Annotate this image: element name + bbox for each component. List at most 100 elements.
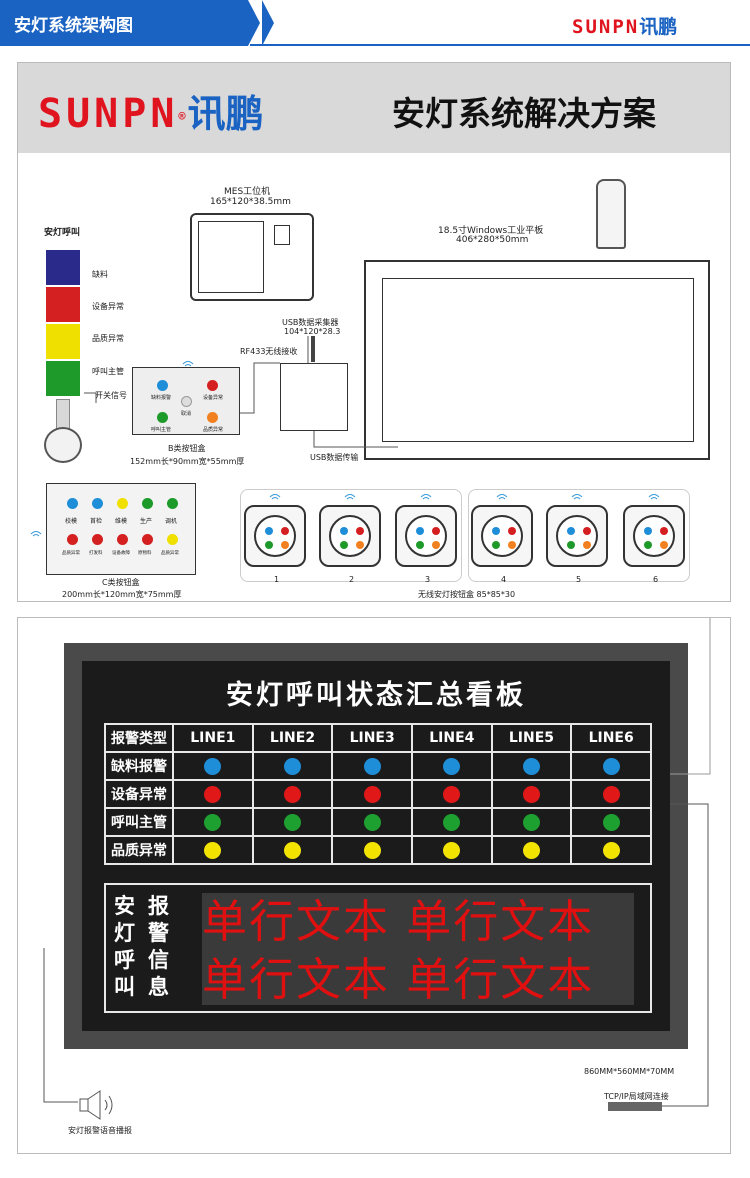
c-button[interactable] <box>67 498 78 509</box>
tablet-size: 406*280*50mm <box>456 235 529 245</box>
c-button[interactable] <box>117 534 128 545</box>
led-cell <box>490 779 573 809</box>
led-cell <box>570 835 652 865</box>
tower-layer-blue <box>46 250 80 285</box>
wireless-button[interactable] <box>583 541 591 549</box>
c-button[interactable] <box>142 534 153 545</box>
led-cell <box>172 779 254 809</box>
led-cell <box>331 779 413 809</box>
b-button-blue[interactable] <box>157 380 168 391</box>
board-size: 860MM*560MM*70MM <box>584 1067 675 1076</box>
status-led <box>283 841 301 859</box>
c-button[interactable] <box>142 498 153 509</box>
wireless-dial <box>633 515 675 557</box>
chevron-icon <box>248 0 260 46</box>
status-led <box>363 785 381 803</box>
wireless-button[interactable] <box>356 527 364 535</box>
wireless-button-box[interactable] <box>546 505 608 567</box>
wifi-icon <box>571 494 583 500</box>
wireless-button[interactable] <box>660 541 668 549</box>
led-cell <box>490 751 573 781</box>
led-cell <box>251 807 334 837</box>
wireless-button[interactable] <box>567 527 575 535</box>
c-button[interactable] <box>167 534 178 545</box>
wireless-button[interactable] <box>644 527 652 535</box>
status-led <box>204 785 222 803</box>
wireless-button-box[interactable] <box>319 505 381 567</box>
layer-label-1: 缺料 <box>92 270 108 279</box>
led-cell <box>251 779 334 809</box>
wireless-button[interactable] <box>340 541 348 549</box>
row-label: 品质异常 <box>104 835 174 865</box>
status-row-equipment: 设备异常 <box>104 779 652 809</box>
b-button-green[interactable] <box>157 412 168 423</box>
status-led <box>522 785 540 803</box>
mes-workstation <box>190 213 314 301</box>
wifi-icon <box>420 494 432 500</box>
line-header: LINE2 <box>251 723 334 753</box>
wireless-button[interactable] <box>492 527 500 535</box>
c-button[interactable] <box>92 498 103 509</box>
row-label: 缺料报警 <box>104 751 174 781</box>
header-title: 安灯系统架构图 <box>14 16 133 36</box>
wireless-button[interactable] <box>508 541 516 549</box>
b-label-2: 设备异常 <box>203 395 224 401</box>
led-cell <box>172 751 254 781</box>
c-top-label: 维模 <box>115 518 128 525</box>
wireless-button-box[interactable] <box>244 505 306 567</box>
wireless-button[interactable] <box>644 541 652 549</box>
line-header: LINE3 <box>331 723 413 753</box>
c-button[interactable] <box>117 498 128 509</box>
b-button-red[interactable] <box>207 380 218 391</box>
wireless-num-1: 1 <box>274 575 280 584</box>
c-button[interactable] <box>167 498 178 509</box>
architecture-panel: SUNPN®讯鹏 安灯系统解决方案 安灯呼叫 缺料 设备异常 品质异常 呼叫主管… <box>17 62 731 602</box>
collector-size: 104*120*28.3 <box>284 327 341 336</box>
led-cell <box>410 779 493 809</box>
wireless-button-box[interactable] <box>471 505 533 567</box>
status-led <box>363 757 381 775</box>
c-bottom-label: 品质异常 <box>62 551 80 556</box>
status-led <box>204 841 222 859</box>
layer-label-4: 呼叫主管 <box>92 367 124 376</box>
header-underline <box>250 44 750 46</box>
b-button-orange[interactable] <box>207 412 218 423</box>
wireless-button[interactable] <box>265 541 273 549</box>
wireless-button-box[interactable] <box>623 505 685 567</box>
status-led <box>204 813 222 831</box>
usb-label: USB数据传输 <box>310 453 359 462</box>
wireless-button[interactable] <box>281 541 289 549</box>
wireless-button[interactable] <box>660 527 668 535</box>
wireless-num-2: 2 <box>349 575 355 584</box>
wireless-button[interactable] <box>432 541 440 549</box>
led-cell <box>251 751 334 781</box>
status-led <box>363 813 381 831</box>
wireless-button[interactable] <box>265 527 273 535</box>
scroll-text-line-2: 单行文本 单行文本 <box>202 953 595 1005</box>
wireless-button[interactable] <box>508 527 516 535</box>
wireless-button[interactable] <box>416 527 424 535</box>
wireless-button[interactable] <box>281 527 289 535</box>
c-button[interactable] <box>67 534 78 545</box>
mes-screen <box>198 221 264 293</box>
wifi-icon <box>182 353 194 372</box>
wireless-button[interactable] <box>416 541 424 549</box>
c-button[interactable] <box>92 534 103 545</box>
button-box-c: 校模 首检 维模 生产 调机 品质异常 打发料 设备故障 原物料 品质异常 <box>46 483 196 575</box>
status-led <box>204 757 222 775</box>
wireless-button[interactable] <box>567 541 575 549</box>
wifi-icon <box>496 494 508 500</box>
led-cell <box>251 835 334 865</box>
wireless-button[interactable] <box>583 527 591 535</box>
c-bottom-label: 打发料 <box>89 551 103 556</box>
b-button-cancel[interactable] <box>181 396 192 407</box>
led-cell <box>570 807 652 837</box>
wireless-button-box[interactable] <box>395 505 457 567</box>
status-led <box>283 757 301 775</box>
wireless-button[interactable] <box>340 527 348 535</box>
wireless-button[interactable] <box>356 541 364 549</box>
wireless-button[interactable] <box>432 527 440 535</box>
wireless-button[interactable] <box>492 541 500 549</box>
mes-size: 165*120*38.5mm <box>210 197 291 207</box>
button-box-b: 缺料报警 设备异常 呼叫主管 品质异常 取消 <box>132 367 240 435</box>
